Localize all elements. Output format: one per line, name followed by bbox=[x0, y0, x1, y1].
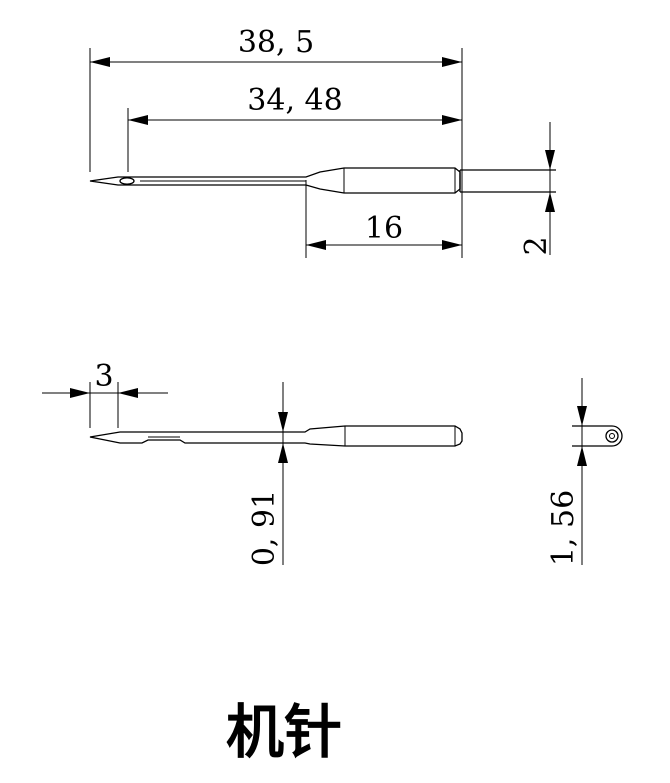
dim-eye-to-end-length: 34, 48 bbox=[128, 83, 462, 125]
dim-shank-length-label: 16 bbox=[365, 211, 403, 246]
dim-point-length: 3 bbox=[42, 359, 168, 398]
dim-eye-to-end-length-label: 34, 48 bbox=[247, 83, 342, 118]
needle-side-view bbox=[89, 382, 463, 447]
dim-overall-length-label: 38, 5 bbox=[238, 25, 314, 60]
dim-eye-width: 1, 56 bbox=[546, 378, 587, 566]
dim-shank-length: 16 bbox=[306, 211, 462, 250]
drawing-title: 机针 bbox=[226, 698, 342, 766]
needle-top-view bbox=[89, 48, 556, 258]
needle-end-view bbox=[572, 425, 623, 447]
dim-shank-diameter-label: 2 bbox=[519, 236, 554, 255]
dim-overall-length: 38, 5 bbox=[90, 25, 462, 67]
dim-point-length-label: 3 bbox=[94, 359, 113, 394]
dim-blade-diameter: 0, 91 bbox=[247, 382, 288, 566]
dim-eye-width-label: 1, 56 bbox=[546, 490, 581, 566]
dim-shank-diameter: 2 bbox=[519, 122, 555, 256]
dim-blade-diameter-label: 0, 91 bbox=[247, 490, 282, 566]
